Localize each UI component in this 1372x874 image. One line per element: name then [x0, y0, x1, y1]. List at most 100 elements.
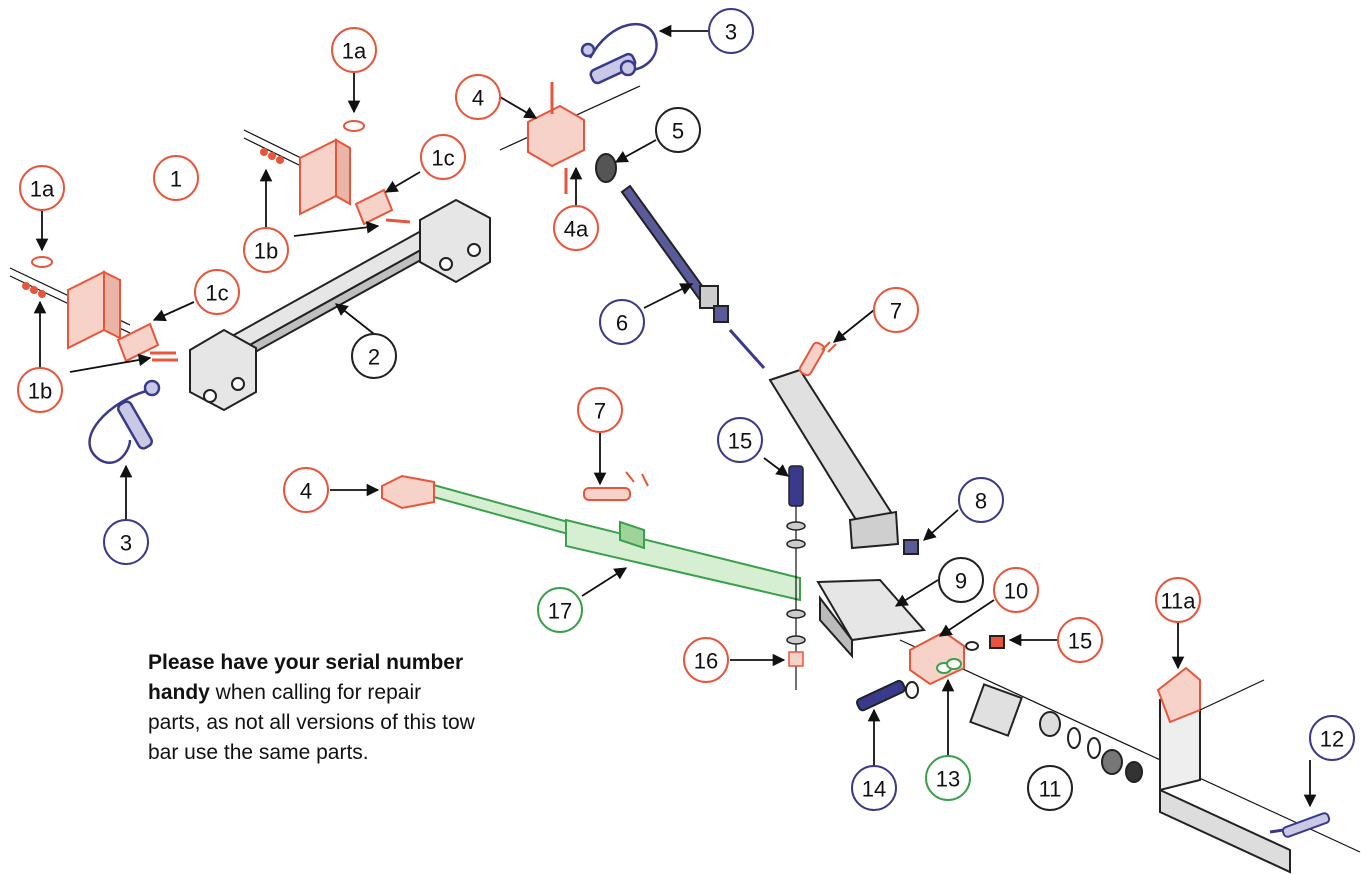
callout-circle: [1309, 715, 1355, 761]
callout-1b: 1b: [17, 367, 63, 413]
callout-circle: [194, 269, 240, 315]
callout-label: 1c: [205, 281, 228, 306]
callout-1c: 1c: [420, 134, 466, 180]
callout-label: 12: [1320, 727, 1344, 752]
callout-label: 8: [975, 489, 987, 514]
callout-17: 17: [537, 587, 583, 633]
receiver-assembly: [856, 630, 1361, 874]
callout-label: 10: [1004, 579, 1028, 604]
callout-label: 3: [120, 531, 132, 556]
pivot-plate: [816, 578, 926, 659]
coupler-nut: [595, 153, 617, 183]
callout-circle: [283, 467, 329, 513]
callout-circle: [243, 227, 289, 273]
callout-label: 4a: [564, 217, 589, 242]
callout-label: 14: [862, 777, 886, 802]
leader-arrows: [33, 24, 1317, 808]
safety-pin-top: [580, 23, 658, 85]
callout-circle: [655, 107, 701, 153]
callout-circle: [683, 637, 729, 683]
callout-circle: [958, 477, 1004, 523]
callout-2: 2: [351, 333, 397, 379]
callout-label: 1a: [342, 39, 367, 64]
callout-circle: [103, 519, 149, 565]
callout-circle: [1155, 577, 1201, 623]
callout-label: 16: [694, 649, 718, 674]
callout-label: 11: [1039, 777, 1062, 802]
callout-circle: [708, 8, 754, 54]
callout-circle: [851, 765, 897, 811]
latch-upper: [798, 341, 837, 377]
callout-1b: 1b: [243, 227, 289, 273]
callout-1a: 1a: [331, 27, 377, 73]
callout-label: 15: [728, 429, 752, 454]
callout-circle: [17, 367, 63, 413]
callout-label: 9: [955, 569, 967, 594]
callout-label: 3: [725, 20, 737, 45]
callout-label: 17: [548, 599, 572, 624]
callout-label: 7: [890, 299, 902, 324]
callout-15: 15: [717, 417, 763, 463]
lower-clevis: [381, 474, 435, 510]
callout-circle: [553, 205, 599, 251]
latch-lower: [583, 471, 649, 501]
lower-arm: [429, 482, 801, 602]
note-rest: when calling for repair parts, as not al…: [148, 681, 475, 764]
callout-circle: [873, 287, 919, 333]
callout-circle: [19, 165, 65, 211]
callout-6: 6: [599, 299, 645, 345]
callout-label: 1c: [431, 146, 454, 171]
callout-9: 9: [938, 557, 984, 603]
callout-circle: [153, 155, 199, 201]
callout-label: 11a: [1160, 589, 1196, 614]
callout-3: 3: [708, 8, 754, 54]
callout-1: 1: [153, 155, 199, 201]
callout-label: 1b: [254, 239, 278, 264]
callout-16: 16: [683, 637, 729, 683]
callout-circle: [420, 134, 466, 180]
pivot-bolt-stack: [786, 465, 806, 690]
callout-circle: [351, 333, 397, 379]
callout-label: 13: [936, 767, 960, 792]
callout-1a: 1a: [19, 165, 65, 211]
left-mounting-bracket: [9, 256, 178, 363]
callout-circle: [717, 417, 763, 463]
callout-circle: [577, 387, 623, 433]
stop-block: [903, 539, 919, 555]
callout-3: 3: [103, 519, 149, 565]
callout-1c: 1c: [194, 269, 240, 315]
callout-circle: [331, 27, 377, 73]
serial-number-note: Please have your serial number handy whe…: [148, 648, 478, 768]
callout-11: 11: [1027, 765, 1073, 811]
callout-label: 1a: [30, 177, 55, 202]
upper-clevis: [499, 82, 641, 194]
callout-7: 7: [577, 387, 623, 433]
callout-4: 4: [455, 74, 501, 120]
callout-8: 8: [958, 477, 1004, 523]
callout-label: 1b: [28, 379, 52, 404]
callout-label: 15: [1068, 629, 1092, 654]
callout-circle: [925, 755, 971, 801]
callout-circle: [599, 299, 645, 345]
callout-12: 12: [1309, 715, 1355, 761]
callout-label: 4: [472, 86, 484, 111]
callout-4a: 4a: [553, 205, 599, 251]
callout-10: 10: [993, 567, 1039, 613]
callout-label: 7: [594, 399, 606, 424]
callout-5: 5: [655, 107, 701, 153]
callout-7: 7: [873, 287, 919, 333]
callout-label: 6: [616, 311, 628, 336]
callout-circle: [1027, 765, 1073, 811]
note-bold: Please have your serial number handy: [148, 651, 464, 704]
callout-15: 15: [1057, 617, 1103, 663]
callout-circle: [993, 567, 1039, 613]
callout-13: 13: [925, 755, 971, 801]
callout-14: 14: [851, 765, 897, 811]
callout-circle: [537, 587, 583, 633]
callout-11a: 11a: [1155, 577, 1201, 623]
callout-circle: [455, 74, 501, 120]
crossbar: [189, 198, 491, 412]
callout-label: 2: [368, 345, 380, 370]
